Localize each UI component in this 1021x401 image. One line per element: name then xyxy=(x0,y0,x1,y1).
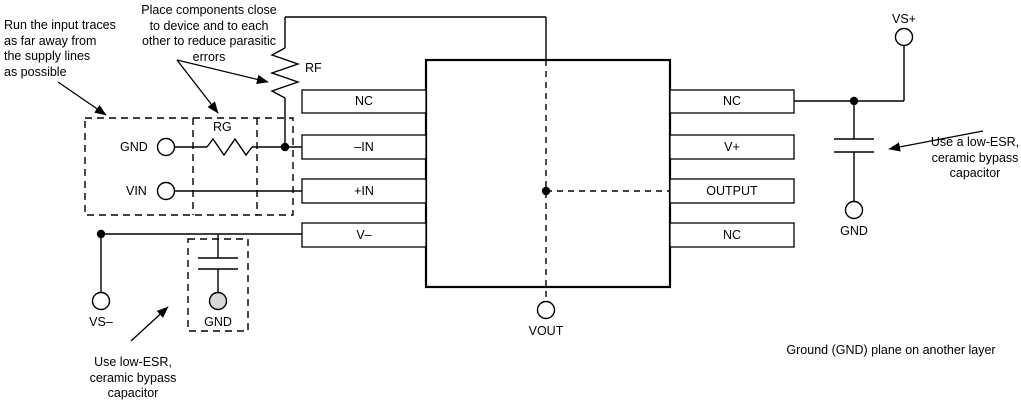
internal-junction-dot xyxy=(541,186,551,196)
gnd-input-terminal-circle xyxy=(156,137,176,157)
pin-label-left-nc: NC xyxy=(354,94,374,108)
rf-resistor-zigzag xyxy=(269,47,301,99)
vs-minus-terminal-circle xyxy=(91,291,111,311)
note-place-components: Place components close to device and to … xyxy=(141,3,277,64)
note-ground-plane: Ground (GND) plane on another layer xyxy=(786,343,996,357)
pin-label-left-v-minus: V– xyxy=(356,228,372,242)
note-input-traces: Run the input traces as far away from th… xyxy=(4,18,116,79)
arrow-place-components-right xyxy=(176,59,269,84)
inverting-node-junction-dot xyxy=(280,142,290,152)
pin-box-right-3 xyxy=(669,178,795,204)
pin-label-left-noninverting-in: +IN xyxy=(354,184,374,198)
gnd-input-label: GND xyxy=(120,140,148,154)
arrow-input-traces xyxy=(57,81,107,116)
vin-label: VIN xyxy=(126,184,147,198)
pin-label-right-output: OUTPUT xyxy=(706,184,758,198)
pin-label-right-nc-bottom: NC xyxy=(722,228,742,242)
pin-box-right-4 xyxy=(669,222,795,248)
pin-label-right-nc-top: NC xyxy=(722,94,742,108)
rf-component-label: RF xyxy=(305,61,322,75)
gnd-bottom-label: GND xyxy=(204,315,232,329)
vout-terminal-circle xyxy=(536,300,556,320)
right-gnd-terminal-circle xyxy=(844,200,864,220)
vin-terminal-circle xyxy=(156,181,176,201)
arrow-bypass-right xyxy=(888,130,984,152)
rg-component-label: RG xyxy=(213,120,232,134)
rg-resistor-zigzag xyxy=(206,137,253,157)
device-body xyxy=(424,58,672,289)
note-bypass-left: Use low-ESR, ceramic bypass capacitor xyxy=(89,355,177,400)
pin-box-left-2 xyxy=(301,134,427,160)
note-bypass-right: Use a low-ESR, ceramic bypass capacitor xyxy=(930,135,1020,180)
pin-box-right-2 xyxy=(669,134,795,160)
vs-plus-label: VS+ xyxy=(892,12,916,26)
input-trace-dashed-boundary xyxy=(84,117,294,216)
bottom-gnd-terminal-circle xyxy=(208,291,228,311)
pin-box-left-1 xyxy=(301,89,427,114)
pin-label-right-v-plus: V+ xyxy=(724,140,740,154)
pin-label-left-inverting-in: –IN xyxy=(354,140,374,154)
pin-box-left-3 xyxy=(301,178,427,204)
vout-label: VOUT xyxy=(528,324,564,338)
vs-plus-terminal-circle xyxy=(894,27,914,47)
arrow-place-components-down xyxy=(176,59,219,114)
vs-minus-label: VS– xyxy=(89,315,113,329)
arrow-bypass-left xyxy=(130,306,169,342)
pin-box-left-4 xyxy=(301,222,427,248)
gnd-right-label: GND xyxy=(840,224,868,238)
